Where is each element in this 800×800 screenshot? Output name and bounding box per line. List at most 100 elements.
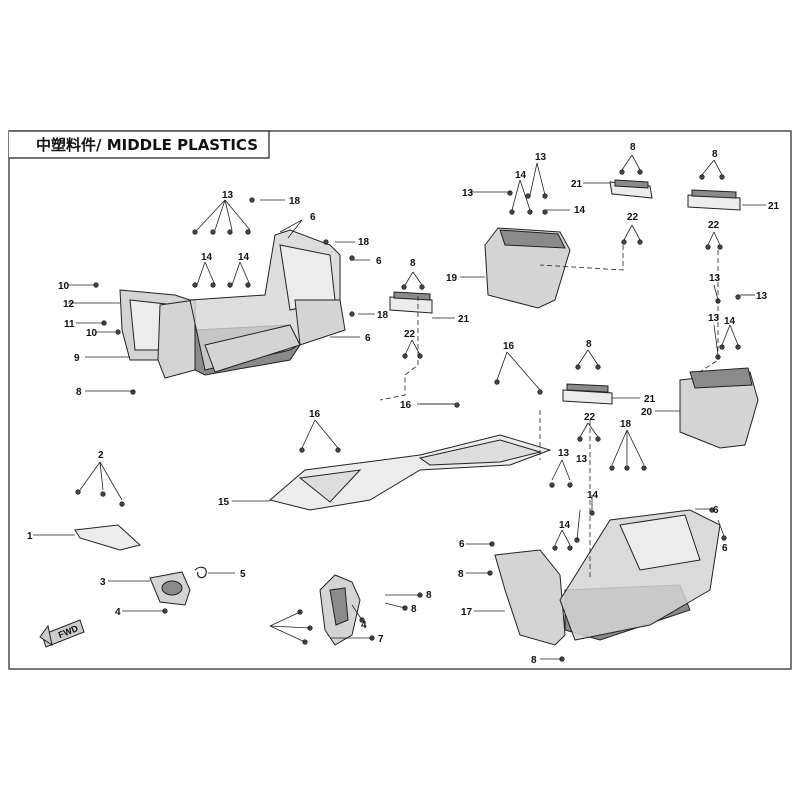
step-bracket-21b <box>687 189 741 211</box>
callout-c7: 7 <box>378 634 384 645</box>
callout-c12: 12 <box>63 299 75 310</box>
callout-c17: 17 <box>461 607 473 618</box>
callout-c8g: 8 <box>411 604 417 615</box>
step-bracket-21a <box>609 179 653 199</box>
fastener-63 <box>100 491 106 497</box>
fastener-55 <box>552 545 558 551</box>
forward-arrow: FWD <box>39 619 85 648</box>
fastener-9 <box>323 239 329 245</box>
fastener-0 <box>192 229 198 235</box>
callout-c14d: 14 <box>574 205 586 216</box>
fastener-31 <box>719 174 725 180</box>
callout-c14a: 14 <box>201 252 213 263</box>
callout-c2: 2 <box>98 450 104 461</box>
callout-c6a: 6 <box>310 212 316 223</box>
part-15-floor-panel <box>268 434 552 511</box>
fastener-43 <box>335 447 341 453</box>
fastener-40 <box>537 389 543 395</box>
callout-c18c: 18 <box>377 310 389 321</box>
callout-c1: 1 <box>27 531 33 542</box>
callout-c8d: 8 <box>586 339 592 350</box>
fastener-18 <box>402 353 408 359</box>
fastener-29 <box>637 239 643 245</box>
fastener-24 <box>527 209 533 215</box>
fastener-35 <box>735 294 741 300</box>
part-20-cover <box>679 367 759 449</box>
callout-c14g: 14 <box>587 490 599 501</box>
step-bracket-21c <box>389 291 433 314</box>
part-5-clip <box>194 566 207 579</box>
callout-c22d: 22 <box>584 412 596 423</box>
callout-c13b: 13 <box>462 188 474 199</box>
assembly-lines <box>379 245 719 580</box>
callout-c6b: 6 <box>376 256 382 267</box>
callout-c16b: 16 <box>400 400 412 411</box>
callout-c9: 9 <box>74 353 80 364</box>
callout-c13f: 13 <box>558 448 570 459</box>
callout-c13c: 13 <box>535 152 547 163</box>
callout-c4: 4 <box>115 607 121 618</box>
fastener-23 <box>509 209 515 215</box>
fastener-14 <box>115 329 121 335</box>
callout-c16a: 16 <box>503 341 515 352</box>
callout-c22a: 22 <box>627 212 639 223</box>
page-title: 中塑料件/ MIDDLE PLASTICS <box>36 136 258 154</box>
fastener-28 <box>621 239 627 245</box>
callout-c13a: 13 <box>222 190 234 201</box>
diagram-border <box>8 130 792 670</box>
callout-c8a: 8 <box>410 258 416 269</box>
fastener-58 <box>721 535 727 541</box>
callout-c14e: 14 <box>724 316 736 327</box>
callout-c4b: 4 <box>361 620 367 631</box>
part-7-bracket <box>319 574 361 646</box>
callout-c14b: 14 <box>238 252 250 263</box>
callout-c10b: 10 <box>86 328 98 339</box>
leader-lines <box>33 154 766 660</box>
callout-c20: 20 <box>641 407 653 418</box>
fastener-2 <box>227 229 233 235</box>
callout-c13e: 13 <box>709 273 721 284</box>
fastener-15 <box>130 389 136 395</box>
fastener-42 <box>299 447 305 453</box>
fastener-32 <box>705 244 711 250</box>
callout-c6d: 6 <box>459 539 465 550</box>
fastener-37 <box>719 344 725 350</box>
callout-c8c: 8 <box>712 149 718 160</box>
fastener-3 <box>245 229 251 235</box>
fastener-20 <box>507 190 513 196</box>
fastener-4 <box>192 282 198 288</box>
callout-c11: 11 <box>64 319 75 330</box>
callout-c21b: 21 <box>768 201 780 212</box>
callout-c18d: 18 <box>620 419 632 430</box>
callout-c8f: 8 <box>426 590 432 601</box>
part-1-bracket <box>74 524 142 551</box>
fasteners <box>75 169 741 662</box>
fastener-30 <box>699 174 705 180</box>
callout-c6f: 6 <box>722 543 728 554</box>
callout-c8h: 8 <box>458 569 464 580</box>
fastener-50 <box>641 465 647 471</box>
part-3-housing <box>149 571 191 606</box>
fastener-27 <box>637 169 643 175</box>
callout-c13d: 13 <box>756 291 768 302</box>
callout-c8b: 8 <box>630 142 636 153</box>
fastener-64 <box>119 501 125 507</box>
fastener-6 <box>227 282 233 288</box>
fastener-44 <box>575 364 581 370</box>
callout-c18b: 18 <box>358 237 370 248</box>
part-19-cover <box>484 227 571 309</box>
callout-c21a: 21 <box>571 179 583 190</box>
fastener-56 <box>567 545 573 551</box>
fastener-47 <box>595 436 601 442</box>
callout-c13h: 13 <box>708 313 720 324</box>
callout-c8e: 8 <box>76 387 82 398</box>
callout-c3: 3 <box>100 577 106 588</box>
title-box: 中塑料件/ MIDDLE PLASTICS <box>9 130 270 159</box>
fastener-39 <box>494 379 500 385</box>
callout-c13g: 13 <box>576 454 588 465</box>
fastener-17 <box>419 284 425 290</box>
left-footwell-assembly <box>119 229 346 379</box>
callout-c15: 15 <box>218 497 230 508</box>
